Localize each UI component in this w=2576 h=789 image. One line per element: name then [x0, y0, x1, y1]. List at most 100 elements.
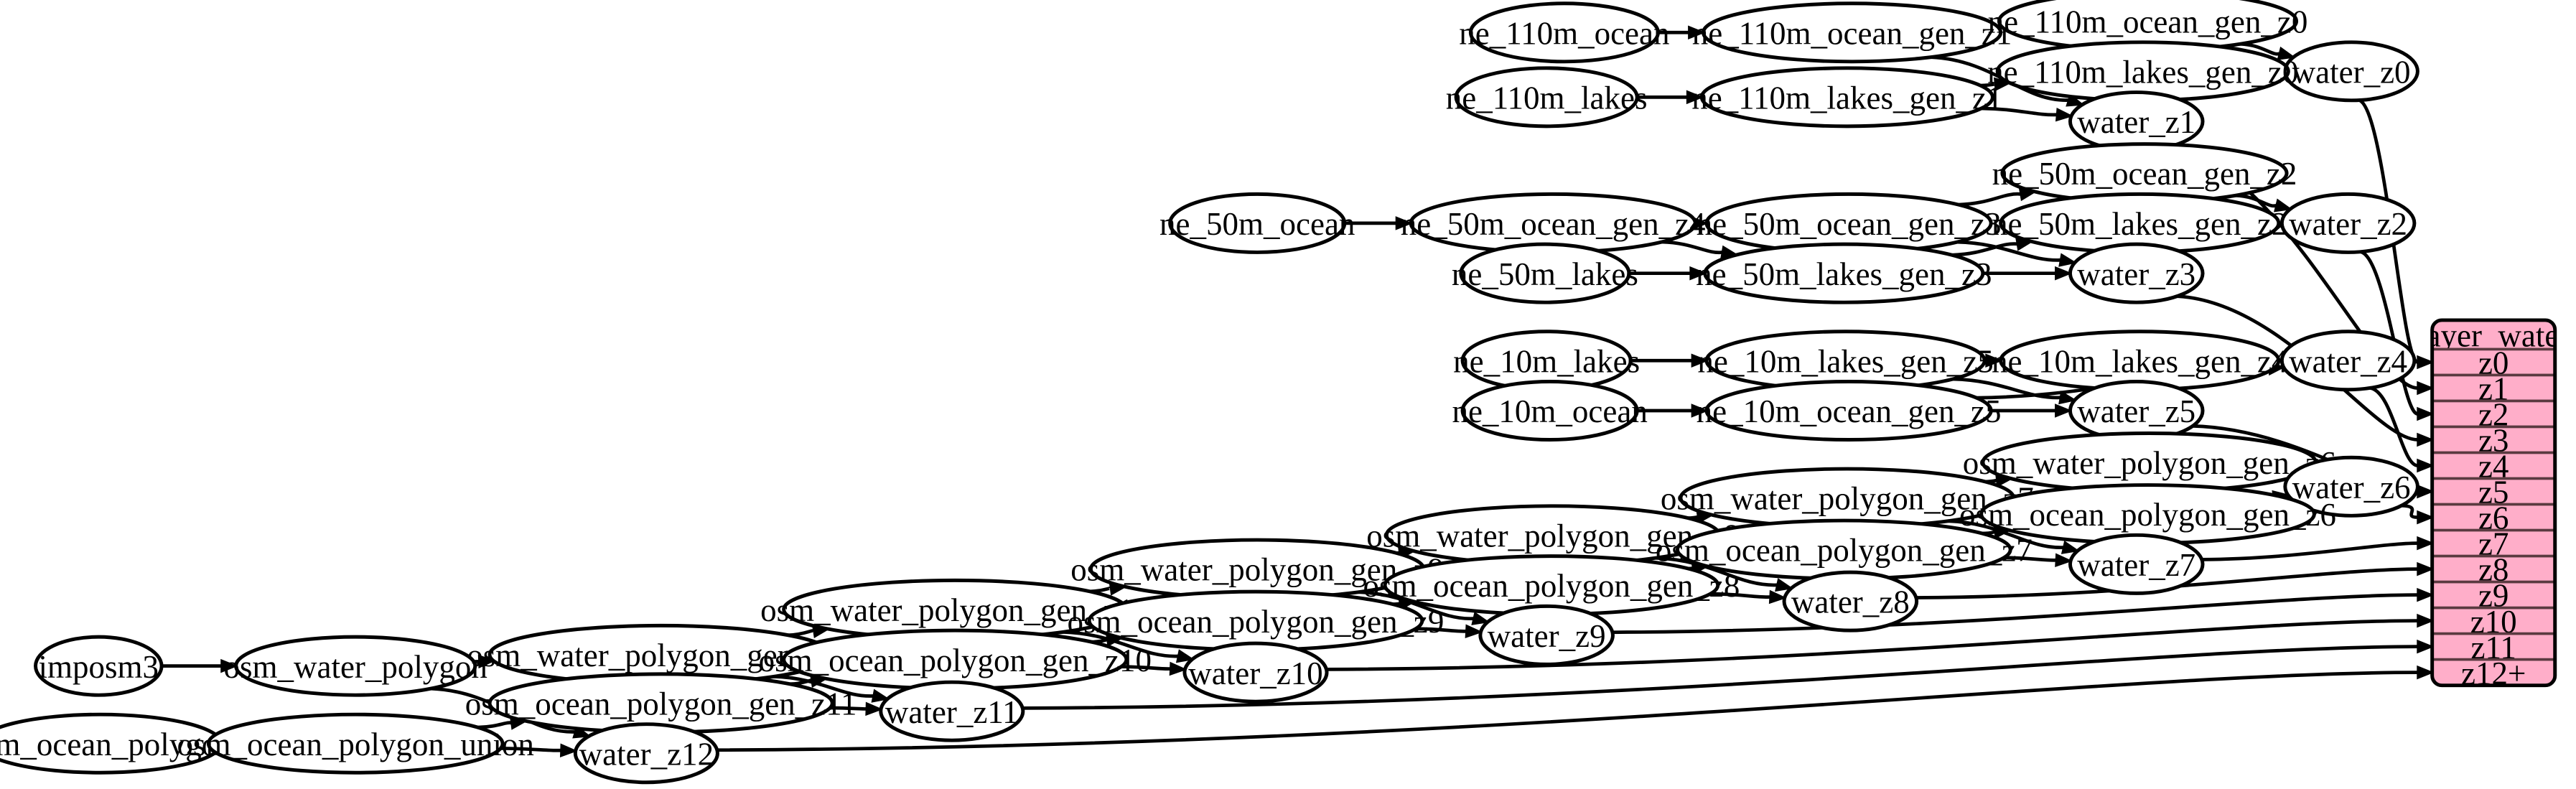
node-label: ne_50m_lakes_gen_z3 [1696, 256, 1992, 292]
node-water_z2[interactable]: water_z2 [2279, 192, 2417, 254]
node-ne_10m_lakes_gen_z5[interactable]: ne_10m_lakes_gen_z5 [1697, 330, 1994, 392]
node-ne_10m_ocean[interactable]: ne_10m_ocean [1452, 380, 1648, 442]
edge-ne_50m_ocean_gen_z3-to-water_z3 [1956, 240, 2061, 262]
node-label: osm_water_polygon [223, 649, 487, 685]
layer-water-header-label: layer_water [2417, 317, 2570, 353]
node-ne_110m_ocean_gen_z0[interactable]: ne_110m_ocean_gen_z0 [1988, 0, 2308, 52]
node-imposm3[interactable]: imposm3 [34, 635, 164, 697]
node-ne_110m_ocean_gen_z1[interactable]: ne_110m_ocean_gen_z1 [1692, 1, 2012, 64]
layer-water-row-z1[interactable] [2432, 373, 2555, 403]
node-osm_ocean_polygon_gen_z8[interactable]: osm_ocean_polygon_gen_z8 [1363, 554, 1740, 617]
node-label: ne_50m_lakes [1452, 256, 1638, 292]
node-osm_water_polygon_gen_z7[interactable]: osm_water_polygon_gen_z7 [1661, 467, 2034, 529]
layer-water-row-z5[interactable] [2432, 477, 2555, 506]
node-ne_10m_lakes[interactable]: ne_10m_lakes [1453, 330, 1640, 392]
node-label: imposm3 [39, 649, 159, 685]
edge-arrowhead [2417, 587, 2435, 602]
node-ne_110m_lakes_gen_z1[interactable]: ne_110m_lakes_gen_z1 [1691, 66, 2002, 129]
node-ne_50m_lakes_gen_z3[interactable]: ne_50m_lakes_gen_z3 [1696, 242, 1992, 304]
node-water_z5[interactable]: water_z5 [2068, 380, 2205, 442]
edge-arrowhead [1691, 353, 1709, 368]
node-ellipse [2283, 455, 2419, 518]
node-osm_ocean_polygon_gen_z6[interactable]: osm_ocean_polygon_gen_z6 [1959, 483, 2336, 546]
node-water_z1[interactable]: water_z1 [2068, 90, 2205, 153]
node-ne_110m_ocean[interactable]: ne_110m_ocean [1459, 1, 1670, 64]
layer-water-table[interactable]: layer_waterz0z1z2z3z4z5z6z7z8z9z10z11z12… [2417, 317, 2570, 691]
node-water_z7[interactable]: water_z7 [2068, 533, 2205, 595]
edge-arrowhead [1688, 25, 1706, 40]
edge-ne_110m_lakes_gen_z1-to-water_z1 [1981, 106, 2057, 117]
edge-arrowhead [2417, 381, 2435, 396]
layer-water-row-z8[interactable] [2432, 554, 2555, 584]
edge-arrowhead [2417, 561, 2435, 576]
node-label: water_z1 [2077, 104, 2195, 140]
node-ellipse [1702, 1, 2003, 64]
edge-arrowhead [2055, 553, 2073, 567]
node-osm_ocean_polygon_gen_z7[interactable]: osm_ocean_polygon_gen_z7 [1656, 518, 2033, 581]
node-label: water_z5 [2077, 393, 2195, 429]
edge-ne_50m_ocean_gen_z4-to-ne_50m_lakes_gen_z3 [1661, 240, 1723, 255]
edge-arrowhead [1471, 611, 1490, 625]
edge-osm_water_polygon_gen_z7-to-water_z7 [1948, 519, 2064, 549]
node-label: osm_water_polygon_gen_z10 [760, 592, 1149, 628]
edge-arrowhead [1686, 90, 1704, 105]
node-label: water_z2 [2289, 206, 2407, 242]
edge-water_z8-to-layer-water-z8 [1915, 567, 2418, 599]
node-osm_ocean_polygon_union[interactable]: osm_ocean_polygon_union [177, 712, 534, 775]
node-ne_50m_lakes_gen_z2[interactable]: ne_50m_lakes_gen_z2 [1992, 192, 2287, 254]
node-ne_110m_lakes[interactable]: ne_110m_lakes [1446, 66, 1648, 129]
node-ne_10m_ocean_gen_z5[interactable]: ne_10m_ocean_gen_z5 [1697, 380, 2002, 442]
node-label: osm_water_polygon_gen_z6 [1963, 445, 2336, 481]
layer-water-row-z12+[interactable] [2432, 658, 2555, 686]
node-water_z12[interactable]: water_z12 [573, 722, 719, 785]
node-ne_50m_lakes[interactable]: ne_50m_lakes [1452, 242, 1638, 304]
node-label: osm_water_polygon_gen_z7 [1661, 481, 2034, 517]
edge-osm_water_polygon_gen_z8-to-water_z8 [1656, 556, 1778, 587]
node-water_z3[interactable]: water_z3 [2068, 242, 2205, 304]
node-label: ne_10m_ocean_gen_z5 [1697, 393, 2002, 429]
node-ellipse [2279, 330, 2417, 392]
node-label: osm_ocean_polygon_gen_z8 [1363, 568, 1740, 604]
node-osm_ocean_polygon_gen_z11[interactable]: osm_ocean_polygon_gen_z11 [465, 672, 857, 734]
node-water_z0[interactable]: water_z0 [2283, 40, 2419, 103]
node-label: ne_50m_lakes_gen_z2 [1992, 206, 2287, 242]
node-water_z8[interactable]: water_z8 [1782, 570, 1919, 632]
layer-water-outline [2430, 318, 2557, 688]
node-ellipse [1782, 570, 1919, 632]
node-ellipse [206, 712, 505, 775]
node-osm_ocean_polygon_gen_z10[interactable]: osm_ocean_polygon_gen_z10 [759, 628, 1152, 691]
node-ne_50m_ocean[interactable]: ne_50m_ocean [1159, 192, 1355, 254]
layer-water-row-z9[interactable] [2432, 580, 2555, 610]
node-ellipse [234, 635, 477, 697]
node-water_z9[interactable]: water_z9 [1478, 604, 1615, 666]
node-label: ne_50m_ocean_gen_z4 [1401, 206, 1706, 242]
node-osm_water_polygon[interactable]: osm_water_polygon [223, 635, 487, 697]
edge-arrowhead [1465, 624, 1483, 638]
layer-water-row-z10[interactable] [2432, 606, 2555, 635]
node-osm_water_polygon_gen_z9[interactable]: osm_water_polygon_gen_z9 [1070, 538, 1444, 600]
node-osm_water_polygon_gen_z10[interactable]: osm_water_polygon_gen_z10 [760, 578, 1150, 640]
edge-arrowhead [2417, 458, 2435, 473]
node-ne_50m_ocean_gen_z4[interactable]: ne_50m_ocean_gen_z4 [1401, 192, 1706, 254]
node-ne_10m_lakes_gen_z4[interactable]: ne_10m_lakes_gen_z4 [1992, 330, 2287, 392]
node-osm_ocean_polygon[interactable]: osm_ocean_polygon [0, 712, 234, 775]
layer-water-row-z2[interactable] [2432, 399, 2555, 429]
node-water_z10[interactable]: water_z10 [1182, 641, 1329, 704]
node-ellipse [34, 635, 164, 697]
node-osm_water_polygon_gen_z6[interactable]: osm_water_polygon_gen_z6 [1963, 431, 2336, 494]
edge-osm_ocean_polygon_gen_z11-to-water_z11 [830, 706, 867, 711]
edge-arrowhead [2055, 403, 2073, 418]
node-osm_ocean_polygon_gen_z9[interactable]: osm_ocean_polygon_gen_z9 [1068, 589, 1445, 652]
edge-osm_ocean_polygon_gen_z8-to-water_z8 [1710, 592, 1770, 599]
node-label: water_z12 [579, 736, 714, 772]
node-water_z11[interactable]: water_z11 [879, 680, 1025, 742]
node-ne_50m_ocean_gen_z3[interactable]: ne_50m_ocean_gen_z3 [1697, 192, 2002, 254]
edge-arrowhead [2274, 198, 2293, 213]
edge-arrowhead [477, 654, 496, 669]
node-water_z4[interactable]: water_z4 [2279, 330, 2417, 392]
node-water_z6[interactable]: water_z6 [2283, 455, 2419, 518]
edge-arrowhead [1689, 266, 1707, 281]
edge-arrowhead [2058, 253, 2077, 267]
